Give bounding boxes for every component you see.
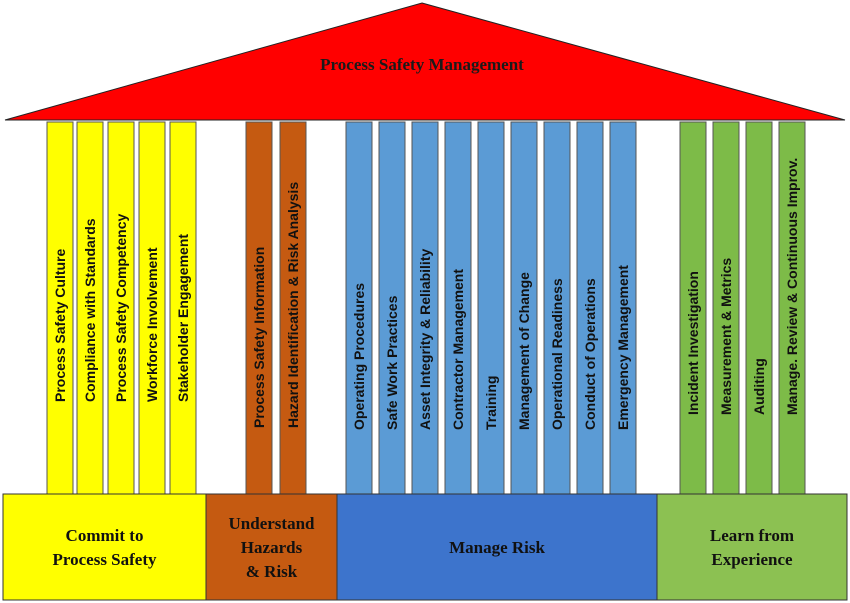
pillar-safe-work-practices: Safe Work Practices [378, 121, 406, 495]
pillar-label: Compliance with Standards [82, 218, 98, 402]
base-label-line: Learn from [710, 526, 794, 545]
base-commit: Commit to Process Safety [2, 493, 207, 601]
pillar-label: Emergency Management [615, 265, 631, 430]
pillar-label: Hazard Identification & Risk Analysis [285, 182, 301, 428]
pillar-column [138, 121, 166, 495]
pillar-column [444, 121, 472, 495]
pillar-label: Manage. Review & Continuous Improv. [784, 158, 800, 415]
roof [4, 2, 846, 121]
pillar-conduct-of-operations: Conduct of Operations [576, 121, 604, 495]
pillar-column [679, 121, 707, 495]
base-block [656, 493, 848, 601]
pillar-compliance-with-standards: Compliance with Standards [76, 121, 104, 495]
pillar-workforce-involvement: Workforce Involvement [138, 121, 166, 495]
pillar-column [477, 121, 505, 495]
base-label-line: Manage Risk [449, 538, 545, 557]
pillar-management-of-change: Management of Change [510, 121, 538, 495]
pillar-label: Safe Work Practices [384, 295, 400, 430]
pillar-column [169, 121, 197, 495]
pillar-label: Conduct of Operations [582, 278, 598, 430]
foundation: Commit to Process Safety UnderstandHazards… [2, 493, 848, 601]
pillar-column [76, 121, 104, 495]
pillar-label: Measurement & Metrics [718, 258, 734, 415]
pillar-column [609, 121, 637, 495]
pillar-label: Stakeholder Engagement [175, 234, 191, 402]
base-label-line: & Risk [246, 562, 298, 581]
pillar-process-safety-information: Process Safety Information [245, 121, 273, 495]
pillar-label: Operational Readiness [549, 278, 565, 430]
pillars: Process Safety Culture Compliance with St… [46, 121, 806, 495]
pillar-measurement-and-metrics: Measurement & Metrics [712, 121, 740, 495]
pillar-label: Asset Integrity & Reliability [417, 249, 433, 430]
base-label-line: Understand [229, 514, 316, 533]
base-block [336, 493, 658, 601]
pillar-label: Auditing [751, 358, 767, 415]
pillar-auditing: Auditing [745, 121, 773, 495]
pillar-label: Process Safety Information [251, 247, 267, 428]
pillar-label: Incident Investigation [685, 271, 701, 415]
pillar-column [543, 121, 571, 495]
pillar-operating-procedures: Operating Procedures [345, 121, 373, 495]
pillar-column [745, 121, 773, 495]
pillar-column [279, 121, 307, 495]
pillar-operational-readiness: Operational Readiness [543, 121, 571, 495]
pillar-label: Operating Procedures [351, 283, 367, 430]
base-label-line: Commit to [66, 526, 144, 545]
pillar-training: Training [477, 121, 505, 495]
base-manage: Manage Risk [336, 493, 658, 601]
pillar-hazard-identification-and-risk-analysis: Hazard Identification & Risk Analysis [279, 121, 307, 495]
base-label-line: Experience [711, 550, 793, 569]
base-label-line: Process Safety [52, 550, 157, 569]
pillar-column [107, 121, 135, 495]
base-block [2, 493, 207, 601]
pillar-label: Process Safety Competency [113, 213, 129, 402]
pillar-column [778, 121, 806, 495]
pillar-column [712, 121, 740, 495]
pillar-stakeholder-engagement: Stakeholder Engagement [169, 121, 197, 495]
pillar-label: Contractor Management [450, 269, 466, 430]
pillar-label: Workforce Involvement [144, 247, 160, 402]
pillar-column [46, 121, 74, 495]
roof-title: Process Safety Management [320, 55, 524, 74]
pillar-column [576, 121, 604, 495]
pillar-contractor-management: Contractor Management [444, 121, 472, 495]
pillar-label: Process Safety Culture [52, 249, 68, 402]
pillar-process-safety-competency: Process Safety Competency [107, 121, 135, 495]
pillar-incident-investigation: Incident Investigation [679, 121, 707, 495]
pillar-asset-integrity-and-reliability: Asset Integrity & Reliability [411, 121, 439, 495]
pillar-emergency-management: Emergency Management [609, 121, 637, 495]
pillar-label: Training [483, 376, 499, 430]
base-label-line: Hazards [241, 538, 303, 557]
pillar-column [245, 121, 273, 495]
pillar-column [510, 121, 538, 495]
pillar-manage-review-and-continuous-improv: Manage. Review & Continuous Improv. [778, 121, 806, 495]
pillar-label: Management of Change [516, 272, 532, 430]
pillar-process-safety-culture: Process Safety Culture [46, 121, 74, 495]
